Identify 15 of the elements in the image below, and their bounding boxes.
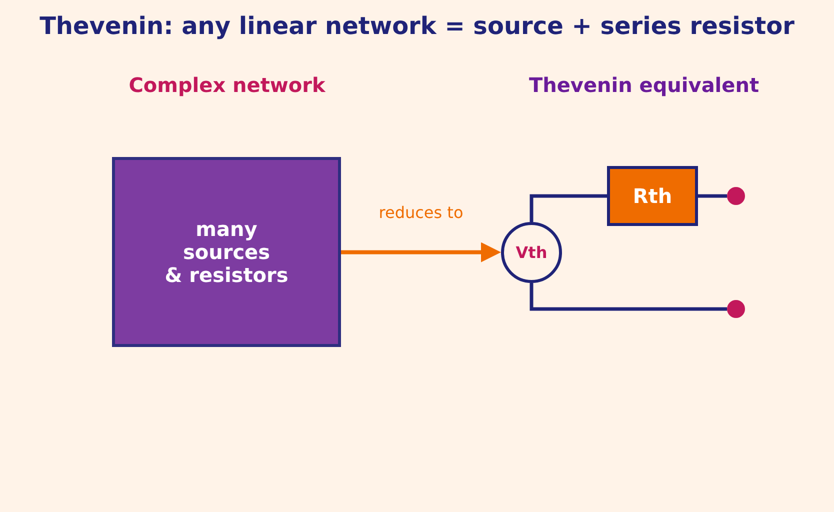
title: Thevenin: any linear network = source + series resistor	[40, 11, 794, 42]
resistor-box	[607, 166, 698, 226]
terminal-dot	[727, 300, 745, 318]
terminal-dot	[727, 187, 745, 205]
wire	[530, 194, 607, 222]
section-heading: Complex network	[128, 72, 326, 98]
network-box	[112, 157, 341, 347]
wire	[530, 283, 727, 311]
resistor-label: Rth	[632, 184, 672, 208]
section-heading: Thevenin equivalent	[528, 72, 760, 98]
wire	[698, 194, 727, 198]
voltage-source-circle	[501, 222, 562, 283]
source-label: Vth	[516, 242, 548, 262]
network-label: many sources & resistors	[164, 218, 288, 286]
arrow	[341, 242, 501, 262]
